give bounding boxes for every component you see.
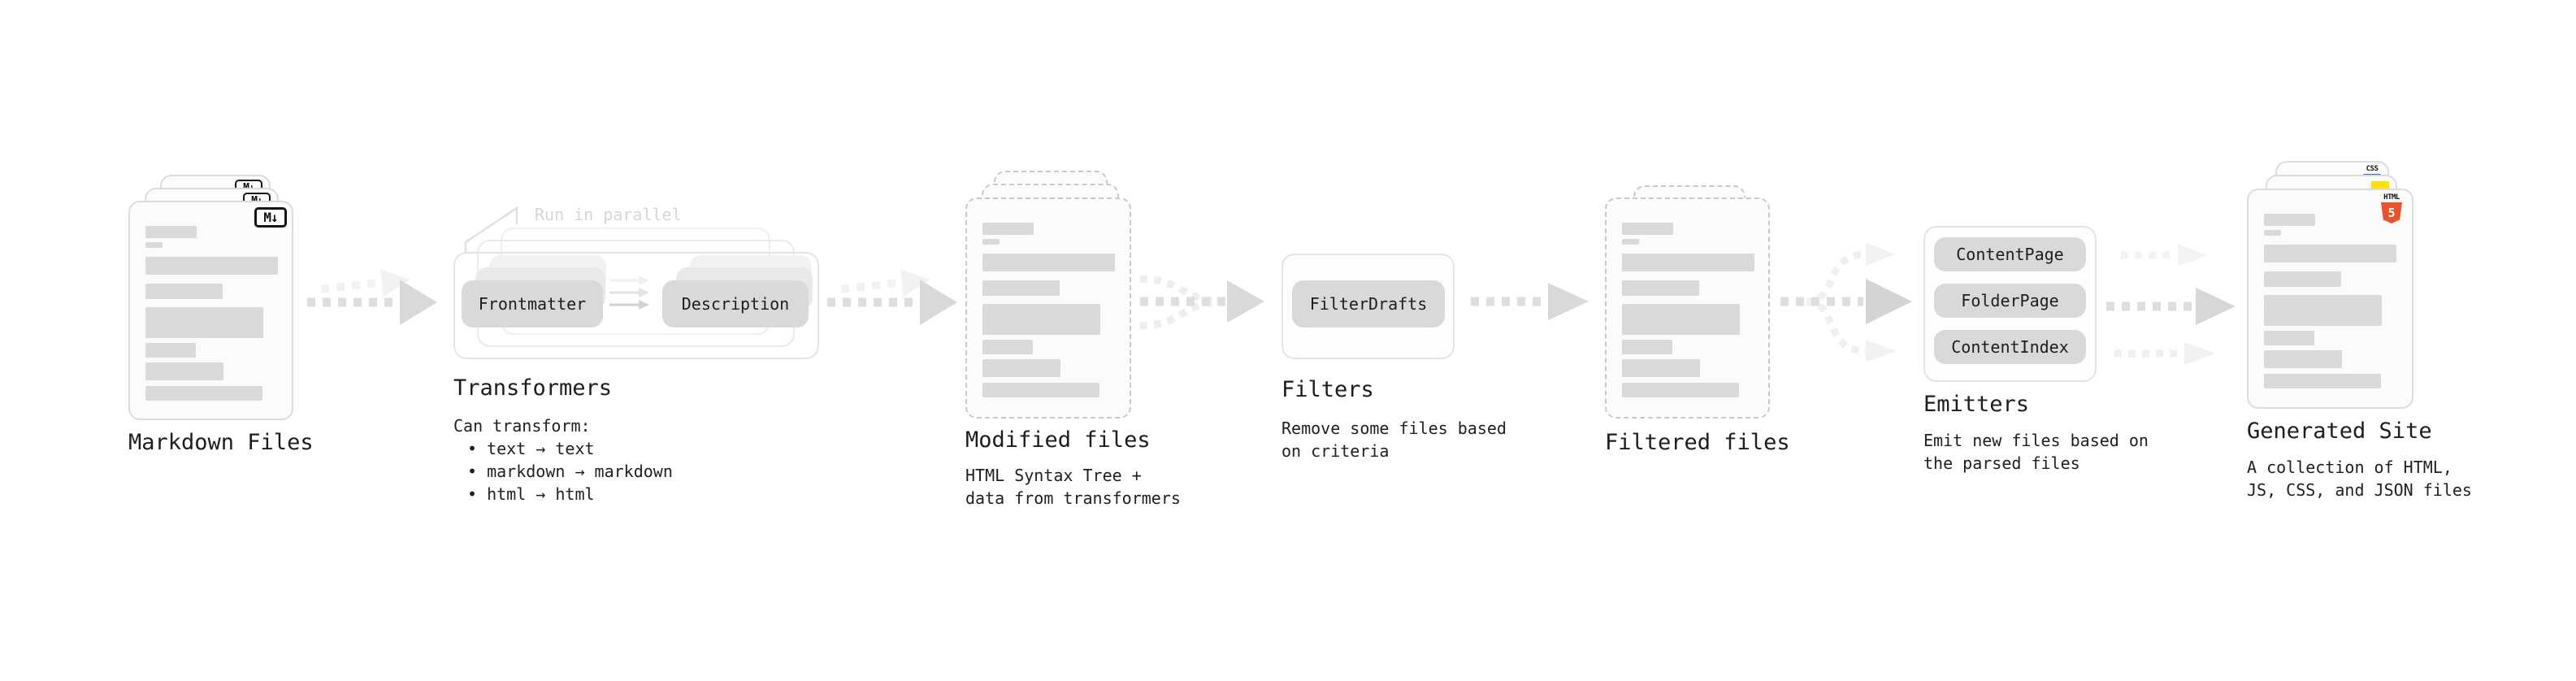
capability-item: html → html xyxy=(453,483,673,505)
document-placeholder-lines xyxy=(1622,223,1754,397)
arrow-modified-to-filters-merge xyxy=(1139,275,1264,330)
html5-icon: HTML 5 xyxy=(2381,194,2402,223)
placeholder-line xyxy=(2264,245,2396,262)
markdown-file-card-front: M↓ xyxy=(128,201,293,420)
transformers-capability-list: text → text markdown → markdown html → h… xyxy=(453,437,673,505)
placeholder-line xyxy=(145,343,196,358)
placeholder-line xyxy=(145,386,262,401)
document-placeholder-lines xyxy=(982,223,1115,397)
transformer-run-box-front xyxy=(453,252,819,359)
document-placeholder-lines xyxy=(2264,214,2396,388)
arrow-emitter-top-to-site xyxy=(2121,244,2207,267)
placeholder-line xyxy=(2264,214,2315,226)
arrow-filtered-to-emitters-split xyxy=(1780,243,1912,362)
modified-file-card-front xyxy=(965,197,1131,419)
placeholder-line xyxy=(982,340,1033,354)
placeholder-line xyxy=(1622,383,1739,397)
capability-item: text → text xyxy=(453,437,673,460)
placeholder-line xyxy=(145,284,223,299)
document-placeholder-lines xyxy=(145,226,278,401)
generated-site-label: Generated Site xyxy=(2247,419,2432,444)
site-file-card-html: HTML 5 xyxy=(2247,189,2413,409)
modified-files-label: Modified files xyxy=(965,427,1151,453)
placeholder-line xyxy=(145,242,163,248)
emitters-label: Emitters xyxy=(1923,392,2030,417)
contentindex-node: ContentIndex xyxy=(1934,330,2086,364)
placeholder-line xyxy=(982,359,1060,377)
placeholder-line xyxy=(145,257,278,275)
folderpage-node: FolderPage xyxy=(1934,284,2086,318)
generated-site-description: A collection of HTML, JS, CSS, and JSON … xyxy=(2247,458,2472,500)
arrow-emitter-bottom-to-site xyxy=(2114,342,2215,365)
transformers-label: Transformers xyxy=(453,375,613,401)
placeholder-line xyxy=(2264,295,2382,326)
filters-description: Remove some files based on criteria xyxy=(1281,419,1507,461)
frontmatter-node: Frontmatter xyxy=(462,280,603,327)
placeholder-line xyxy=(2264,331,2314,345)
modified-files-description: HTML Syntax Tree + data from transformer… xyxy=(965,466,1181,508)
arrow-transformers-to-modified xyxy=(827,269,957,325)
placeholder-line xyxy=(2264,374,2381,388)
markdown-icon: M↓ xyxy=(254,207,287,228)
filtered-files-label: Filtered files xyxy=(1605,430,1790,455)
placeholder-line xyxy=(982,239,1000,245)
placeholder-line xyxy=(2264,271,2341,287)
placeholder-line xyxy=(982,304,1100,335)
arrow-markdown-to-transformers xyxy=(307,269,437,325)
transformers-note-heading: Can transform: xyxy=(453,416,591,436)
placeholder-line xyxy=(1622,304,1740,335)
placeholder-line xyxy=(1622,340,1672,354)
placeholder-line xyxy=(1622,223,1673,235)
placeholder-line xyxy=(145,226,197,238)
placeholder-line xyxy=(1622,254,1754,271)
placeholder-line xyxy=(145,362,223,380)
placeholder-line xyxy=(982,223,1034,235)
placeholder-line xyxy=(982,254,1115,271)
parallel-step-arrows xyxy=(609,275,649,310)
arrow-filters-to-filtered xyxy=(1471,283,1589,320)
contentpage-node: ContentPage xyxy=(1934,237,2086,271)
description-node: Description xyxy=(662,280,809,327)
placeholder-line xyxy=(2264,230,2281,236)
run-in-parallel-annotation: Run in parallel xyxy=(535,205,682,224)
placeholder-line xyxy=(145,307,263,338)
placeholder-line xyxy=(982,280,1060,296)
filtered-file-card-front xyxy=(1605,197,1770,419)
markdown-files-label: Markdown Files xyxy=(128,430,314,455)
placeholder-line xyxy=(2264,350,2342,368)
js-file-icon xyxy=(2371,181,2389,190)
placeholder-line xyxy=(1622,280,1699,296)
placeholder-line xyxy=(982,383,1099,397)
run-in-parallel-leader-line xyxy=(464,206,518,254)
placeholder-line xyxy=(1622,239,1639,245)
arrow-emitter-middle-to-site xyxy=(2106,288,2236,325)
placeholder-line xyxy=(1622,359,1700,377)
filters-label: Filters xyxy=(1281,377,1374,402)
filterdrafts-node: FilterDrafts xyxy=(1292,280,1445,327)
capability-item: markdown → markdown xyxy=(453,460,673,483)
emitters-description: Emit new files based on the parsed files xyxy=(1923,431,2149,473)
